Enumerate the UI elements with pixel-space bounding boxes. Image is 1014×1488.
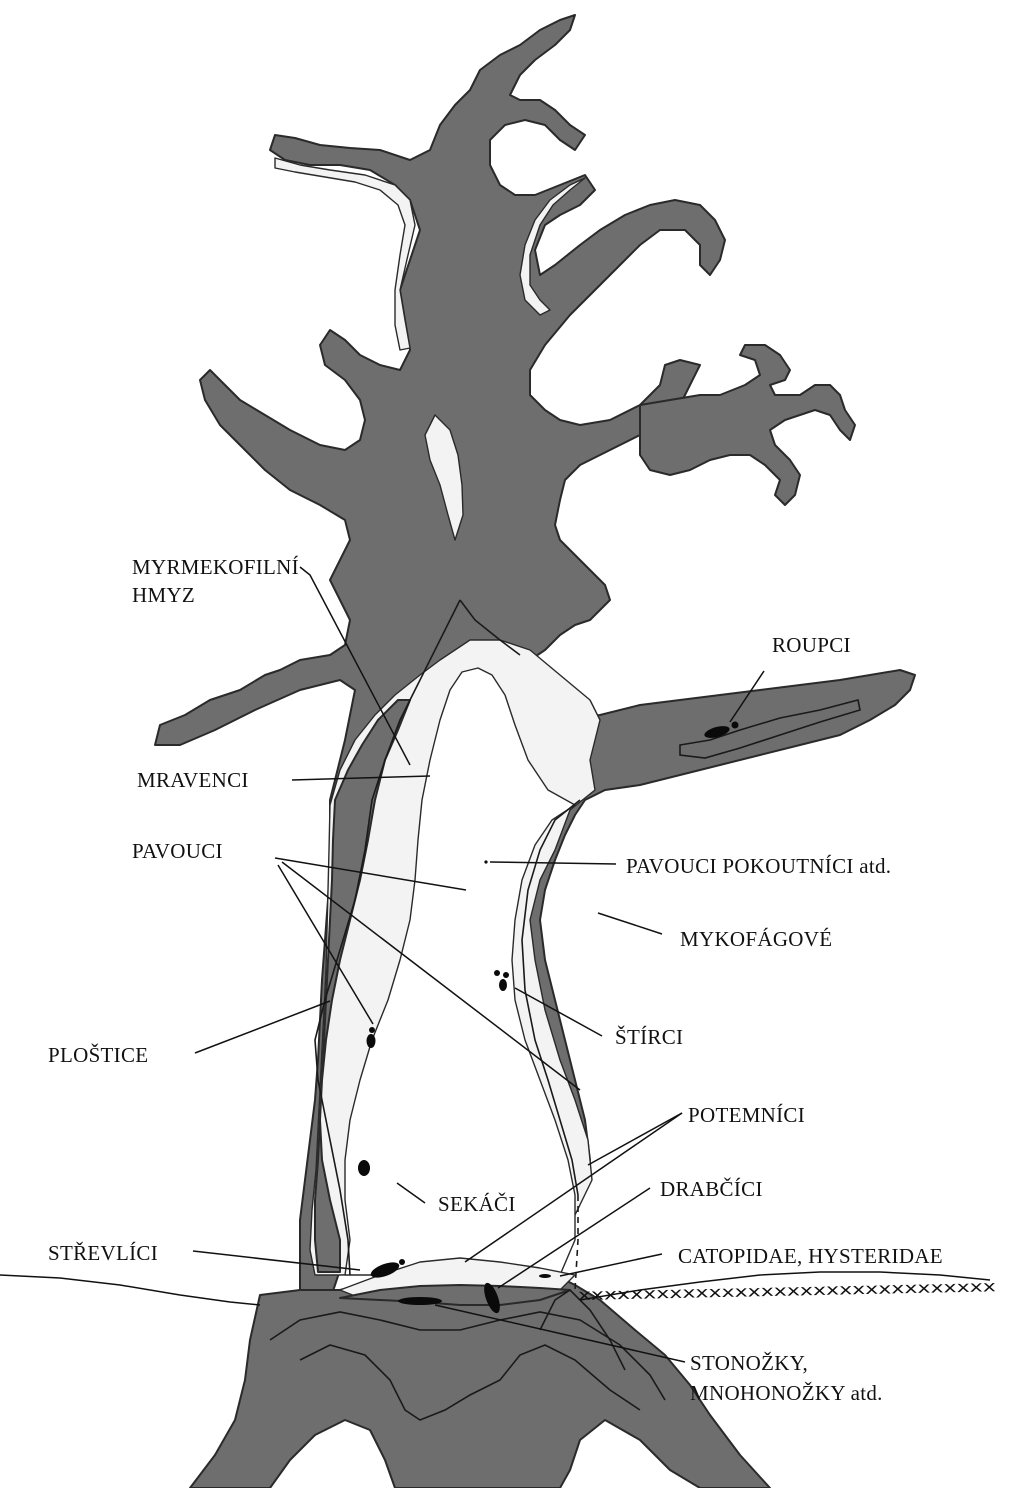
label-drabcici: DRABČÍCI	[660, 1177, 763, 1201]
label-strevlici: STŘEVLÍCI	[48, 1241, 158, 1265]
leader-mykofagove	[598, 913, 662, 934]
label-mravenci: MRAVENCI	[137, 768, 249, 792]
stirci-dot-1	[494, 970, 500, 976]
label-myrmekofilni-2: HMYZ	[132, 583, 195, 607]
leader-potemnici-1	[588, 1113, 682, 1165]
stonozky-blob	[398, 1297, 442, 1305]
label-stonozky-1: STONOŽKY,	[690, 1351, 808, 1375]
label-catopidae: CATOPIDAE, HYSTERIDAE	[678, 1244, 943, 1268]
stirci-body	[499, 979, 507, 991]
pavouci-pokoutnici-dot	[484, 860, 487, 863]
sapwood-upper-left	[275, 158, 415, 350]
pavouci-blob	[367, 1034, 376, 1048]
pavouci-dot-small	[369, 1027, 375, 1033]
label-pavouci: PAVOUCI	[132, 839, 223, 863]
ground-marks: xxxxxxxxxxxxxxxxxxxxxxxxxxxxxxxx	[578, 1277, 996, 1304]
label-stirci: ŠTÍRCI	[615, 1025, 683, 1049]
label-myrmekofilni-1: MYRMEKOFILNÍ	[132, 555, 299, 579]
catopidae-blob	[539, 1274, 551, 1278]
leader-catopidae	[560, 1254, 662, 1276]
stirci-dot-2	[503, 972, 509, 978]
ground-line	[0, 1275, 260, 1305]
label-roupci: ROUPCI	[772, 633, 851, 657]
label-potemnici: POTEMNÍCI	[688, 1103, 805, 1127]
label-pavouci-pokoutnici: PAVOUCI POKOUTNÍCI atd.	[626, 854, 891, 878]
label-sekaci: SEKÁČI	[438, 1192, 516, 1216]
roupci-dot	[732, 722, 739, 729]
label-stonozky-2: MNOHONOŽKY atd.	[690, 1381, 883, 1405]
label-plostice: PLOŠTICE	[48, 1043, 148, 1067]
leader-plostice	[195, 1001, 330, 1053]
label-mykofagove: MYKOFÁGOVÉ	[680, 927, 832, 951]
strevlici-dot	[399, 1259, 405, 1265]
sekaci-blob	[358, 1160, 370, 1176]
